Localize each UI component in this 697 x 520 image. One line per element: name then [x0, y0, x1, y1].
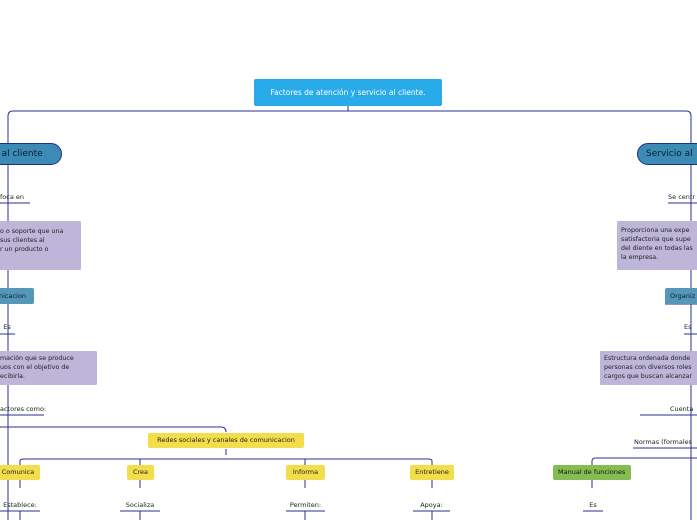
label-es-manual[interactable]: Es	[589, 501, 597, 509]
topic-informa[interactable]: Informa	[286, 465, 325, 480]
main-topic-atencion-cliente[interactable]: n al cliente	[0, 143, 62, 165]
label-cuenta[interactable]: Cuenta	[670, 405, 694, 413]
root-topic[interactable]: Factores de atención y servicio al clien…	[254, 79, 442, 106]
topic-organizacion[interactable]: Organiz	[665, 288, 697, 304]
label-factores[interactable]: actores como:	[0, 405, 47, 413]
label-normas[interactable]: Normas (formales	[634, 438, 693, 446]
desc-line: r un producto o	[0, 246, 49, 253]
desc-line: Proporciona una expe	[621, 227, 690, 234]
main-topic-servicio-cliente[interactable]: Servicio al	[637, 143, 697, 165]
desc-line: satisfactoria que supe	[621, 236, 691, 243]
desc-comunicacion[interactable]: mación que se produce uos con el objetiv…	[0, 351, 97, 385]
desc-organizacion[interactable]: Estructura ordenada donde personas con d…	[600, 351, 697, 385]
desc-line: cargos que buscan alcanzar	[604, 373, 693, 380]
main-topic-label: Servicio al	[646, 149, 693, 159]
label-establece[interactable]: Establece:	[3, 501, 37, 509]
desc-line: sus clientes al	[0, 237, 45, 244]
desc-line: o o soporte que una	[0, 228, 64, 235]
topic-manual-funciones[interactable]: Manual de funciones	[553, 465, 631, 480]
topic-comunica[interactable]: Comunica	[0, 465, 40, 480]
desc-servicio[interactable]: Proporciona una expe satisfactoria que s…	[617, 221, 697, 270]
label-es-right[interactable]: Es	[684, 323, 692, 331]
desc-line: personas con diversos roles	[604, 364, 692, 371]
topic-crea[interactable]: Crea	[127, 465, 154, 480]
label-socializa[interactable]: Socializa	[125, 501, 155, 509]
topic-entretiene[interactable]: Entretiene	[410, 465, 454, 480]
label-enfoca[interactable]: foca en	[0, 193, 25, 201]
desc-line: Estructura ordenada donde	[604, 355, 691, 362]
desc-line: mación que se produce	[0, 355, 74, 362]
topic-redes-sociales[interactable]: Redes sociales y canales de comunicacion	[148, 433, 304, 448]
desc-line: ecibirla.	[0, 373, 26, 380]
label-es[interactable]: Es	[3, 323, 11, 331]
label-permiten[interactable]: Permiten:	[289, 501, 322, 509]
label-se-centra[interactable]: Se centr	[668, 193, 696, 201]
topic-comunicacion[interactable]: nicacion	[0, 288, 34, 304]
desc-atencion[interactable]: o o soporte que una sus clientes al r un…	[0, 221, 81, 270]
desc-line: del diente en todas las	[621, 245, 693, 252]
main-topic-label: n al cliente	[0, 149, 43, 159]
desc-line: la empresa.	[621, 254, 659, 261]
label-apoya[interactable]: Apoya:	[420, 501, 443, 509]
desc-line: uos con el objetivo de	[0, 364, 70, 371]
